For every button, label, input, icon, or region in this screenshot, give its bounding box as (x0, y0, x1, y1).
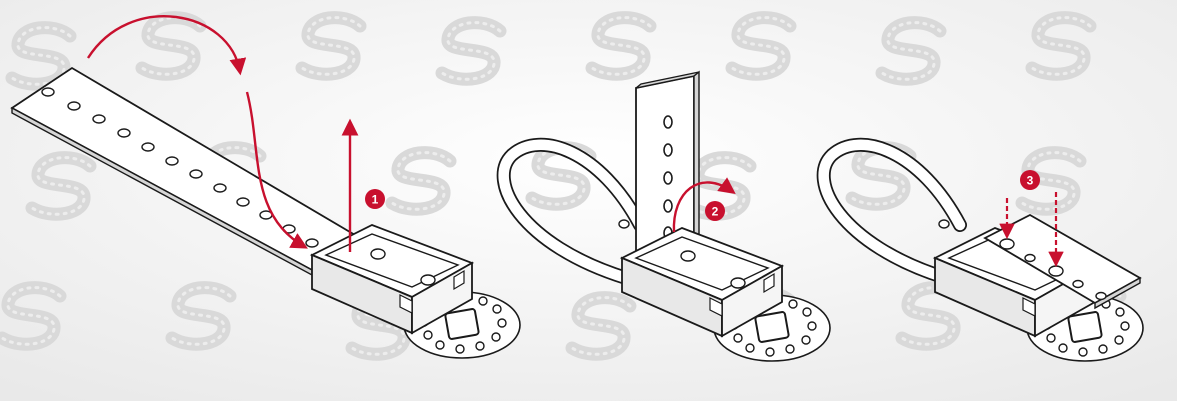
step-number: 2 (712, 205, 719, 219)
step-badge-1: 1 (365, 189, 385, 209)
step-number: 3 (1027, 174, 1034, 188)
step-badge-2: 2 (705, 201, 725, 221)
step-badge-3: 3 (1020, 170, 1040, 190)
step-number: 1 (372, 193, 379, 207)
